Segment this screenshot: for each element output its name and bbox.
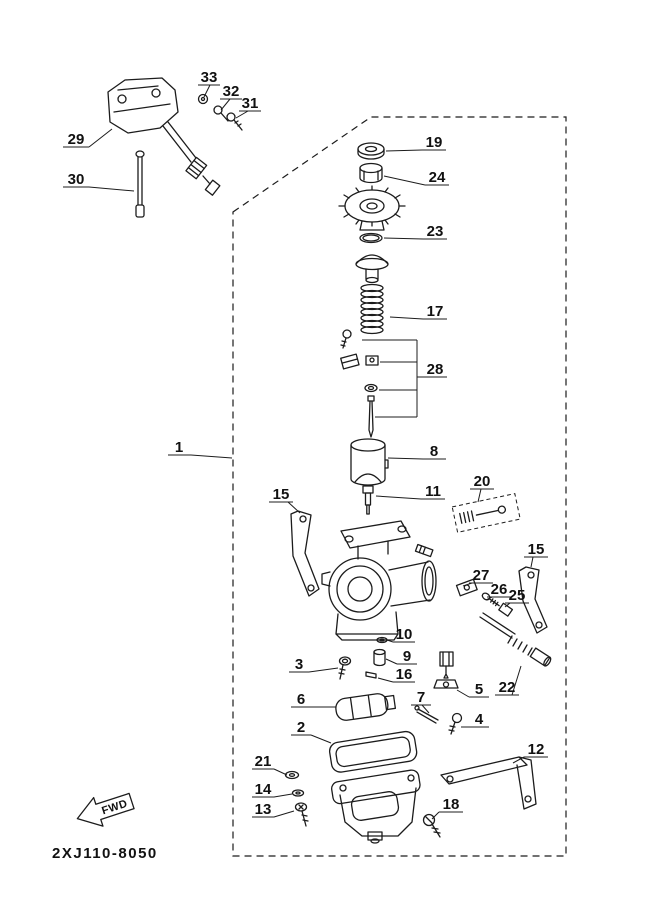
callout-19: 19 [426, 134, 443, 151]
spring-seat [355, 254, 389, 284]
callout-26: 26 [491, 581, 508, 598]
needle-jet-11 [362, 485, 374, 515]
jet-set-20 [451, 493, 521, 533]
throttle-slide-8 [350, 438, 389, 486]
callout-21: 21 [255, 753, 272, 770]
callout-13: 13 [255, 801, 272, 818]
callout-8: 8 [430, 443, 438, 460]
assembly-boundary [232, 116, 567, 857]
callouts: 33 32 31 29 30 19 24 23 17 28 1 8 11 20 … [68, 69, 545, 818]
float-bowl [331, 769, 421, 844]
callout-11: 11 [425, 483, 441, 500]
cap-screws [197, 93, 243, 131]
drawing-code: 2XJ110-8050 [52, 845, 158, 862]
fwd-arrow: FWD [76, 792, 135, 827]
washer-19 [357, 142, 385, 160]
cylinder-9 [373, 648, 386, 667]
adjuster-screw-22 [479, 612, 552, 667]
washer-21 [284, 770, 300, 780]
float-pin-7 [414, 705, 439, 724]
callout-12: 12 [528, 741, 545, 758]
callout-16: 16 [396, 666, 413, 683]
drain-screw-18 [422, 813, 441, 838]
callout-32: 32 [223, 83, 240, 100]
callout-5: 5 [475, 681, 483, 698]
callout-28: 28 [427, 361, 444, 378]
callout-10: 10 [396, 626, 413, 643]
callout-25: 25 [509, 587, 526, 604]
callout-18: 18 [443, 796, 460, 813]
throttle-cap-assembly [107, 77, 221, 196]
screw-3 [338, 656, 352, 680]
clip-16 [365, 671, 377, 679]
callout-24: 24 [429, 169, 446, 186]
carburetor-cap [338, 185, 406, 231]
cable-rod [135, 150, 145, 218]
callout-2: 2 [297, 719, 305, 736]
callout-30: 30 [68, 171, 85, 188]
callout-3: 3 [295, 656, 303, 673]
callout-15-right: 15 [528, 541, 545, 558]
callout-4: 4 [475, 711, 484, 728]
callout-31: 31 [242, 95, 259, 112]
part-25 [498, 602, 514, 617]
bracket-15-right [518, 566, 548, 634]
callout-22: 22 [499, 679, 516, 696]
cap-nut-24 [359, 162, 383, 184]
screw-4 [448, 712, 463, 735]
screw-26 [481, 592, 500, 607]
callout-7: 7 [417, 689, 425, 706]
spring-17 [360, 283, 384, 335]
o-ring-23 [359, 232, 383, 244]
callout-17: 17 [427, 303, 444, 320]
leader-lines [63, 84, 548, 820]
callout-20: 20 [474, 473, 491, 490]
callout-9: 9 [403, 648, 411, 665]
ring-10 [376, 636, 388, 644]
callout-27: 27 [473, 567, 490, 584]
callout-23: 23 [427, 223, 444, 240]
callout-6: 6 [297, 691, 305, 708]
callout-33: 33 [201, 69, 218, 86]
screw-13 [294, 802, 309, 827]
needle-valve-5 [433, 651, 459, 689]
callout-14: 14 [255, 781, 272, 798]
carburetor-body [321, 520, 437, 641]
callout-29: 29 [68, 131, 85, 148]
bracket-15-left [290, 510, 320, 597]
bracket-12 [440, 756, 537, 810]
needle-clip-set [340, 329, 379, 438]
float-6 [335, 693, 397, 721]
part-27 [455, 578, 478, 597]
callout-1: 1 [175, 439, 183, 456]
bowl-gasket-2 [328, 730, 418, 773]
washer-14 [291, 789, 305, 797]
callout-15-left: 15 [273, 486, 290, 503]
